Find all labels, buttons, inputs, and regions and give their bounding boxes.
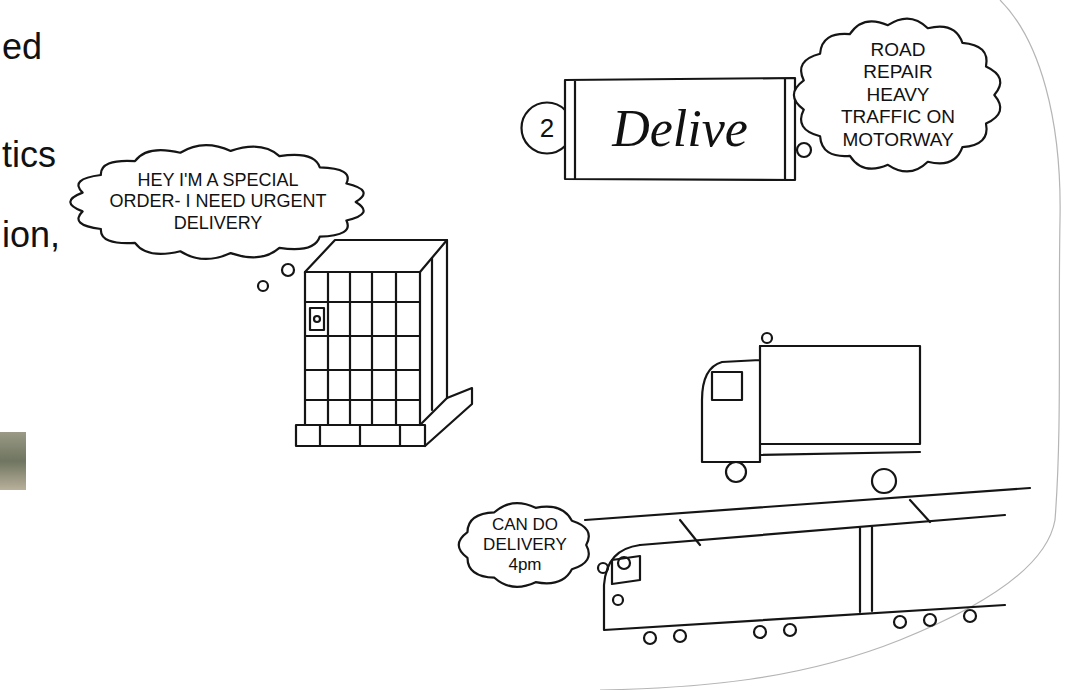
photo-fragment bbox=[0, 432, 26, 490]
text-wrap: Delive bbox=[580, 98, 780, 159]
text-wrap: CAN DO DELIVERY 4pm bbox=[475, 515, 575, 575]
slide-text-fragment: ed bbox=[2, 26, 42, 68]
node-text: CAN DO DELIVERY 4pm bbox=[475, 515, 575, 575]
train bbox=[585, 488, 1030, 644]
thought-bubble bbox=[797, 143, 811, 157]
thought-bubble bbox=[762, 333, 772, 343]
thought-cloud: ROAD REPAIR HEAVY TRAFFIC ON MOTORWAY bbox=[784, 10, 1012, 180]
slide-text-fragment: tics bbox=[2, 134, 56, 176]
node-text: Delive bbox=[580, 98, 780, 159]
text-wrap: ROAD REPAIR HEAVY TRAFFIC ON MOTORWAY bbox=[839, 39, 957, 151]
text-wrap: HEY I'M A SPECIAL ORDER- I NEED URGENT D… bbox=[102, 170, 334, 234]
thought-bubble bbox=[282, 264, 294, 276]
node-text: ROAD REPAIR HEAVY TRAFFIC ON MOTORWAY bbox=[839, 39, 957, 151]
delivery-sign: Delive bbox=[563, 76, 797, 182]
pallet-box bbox=[296, 240, 472, 446]
truck bbox=[702, 346, 920, 493]
node-text: HEY I'M A SPECIAL ORDER- I NEED URGENT D… bbox=[102, 170, 334, 234]
thought-cloud: HEY I'M A SPECIAL ORDER- I NEED URGENT D… bbox=[58, 138, 378, 266]
text-wrap: 2 bbox=[527, 113, 567, 144]
thought-bubble bbox=[258, 281, 268, 291]
thought-cloud: CAN DO DELIVERY 4pm bbox=[450, 496, 600, 594]
node-text: 2 bbox=[527, 113, 567, 144]
slide-text-fragment: ion, bbox=[2, 214, 60, 256]
